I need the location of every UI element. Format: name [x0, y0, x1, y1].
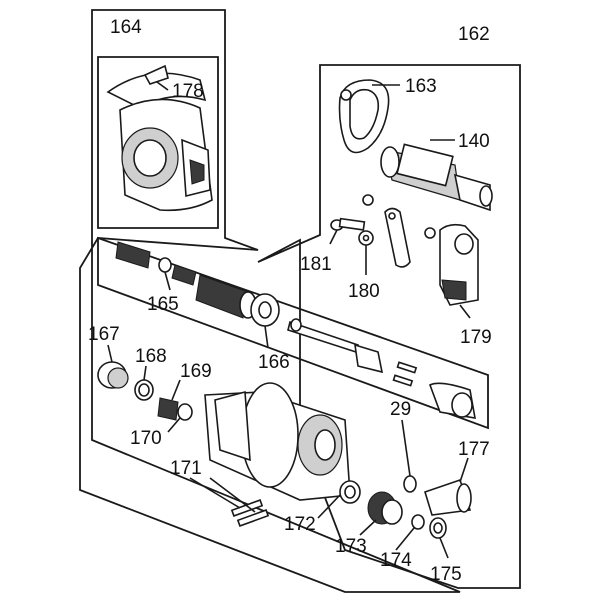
callout-175: 175	[430, 564, 462, 585]
ring-172	[339, 480, 361, 504]
callout-166: 166	[258, 352, 290, 373]
callout-162: 162	[458, 24, 490, 45]
ring-175	[429, 517, 447, 539]
frame-164-inner	[97, 56, 219, 229]
frame-164-group	[79, 9, 461, 593]
callout-170: 170	[130, 428, 162, 449]
frame-motor-tray	[97, 236, 489, 430]
washer-180	[358, 194, 374, 246]
main-housing	[204, 382, 351, 501]
nozzle-177	[424, 478, 472, 516]
gasket-163	[338, 79, 390, 154]
callout-179: 179	[460, 327, 492, 348]
spring-165	[115, 241, 197, 286]
leader-lines	[107, 81, 471, 559]
callout-171: 171	[170, 458, 202, 479]
screw-181	[330, 217, 366, 231]
pin-170	[177, 403, 193, 421]
ring-174	[411, 514, 425, 530]
callout-168: 168	[135, 346, 167, 367]
callout-29: 29	[390, 399, 411, 420]
cap-167	[97, 361, 129, 389]
callout-174: 174	[380, 550, 412, 571]
assembly-frames	[79, 9, 521, 593]
callout-181: 181	[300, 254, 332, 275]
oring-29	[403, 475, 417, 493]
housing-cover-164	[106, 64, 213, 212]
callout-labels: 164 178 162 163 140 181 180 179 165 166 …	[88, 17, 492, 585]
bushing-173	[367, 491, 403, 525]
clip-178	[143, 64, 169, 85]
callout-167: 167	[88, 324, 120, 345]
callout-169: 169	[180, 361, 212, 382]
valve-140	[380, 143, 493, 212]
callout-165: 165	[147, 294, 179, 315]
trigger-179	[424, 223, 479, 306]
rotor-166	[195, 274, 476, 419]
ring-168	[134, 379, 154, 401]
pins-171	[230, 499, 270, 527]
callout-177: 177	[458, 439, 490, 460]
callout-172: 172	[284, 514, 316, 535]
lever-link	[384, 207, 411, 268]
callout-140: 140	[458, 131, 490, 152]
callout-180: 180	[348, 281, 380, 302]
callout-173: 173	[335, 536, 367, 557]
callout-163: 163	[405, 76, 437, 97]
spring-169	[157, 397, 179, 421]
callout-178: 178	[172, 81, 204, 102]
callout-164: 164	[110, 17, 142, 38]
